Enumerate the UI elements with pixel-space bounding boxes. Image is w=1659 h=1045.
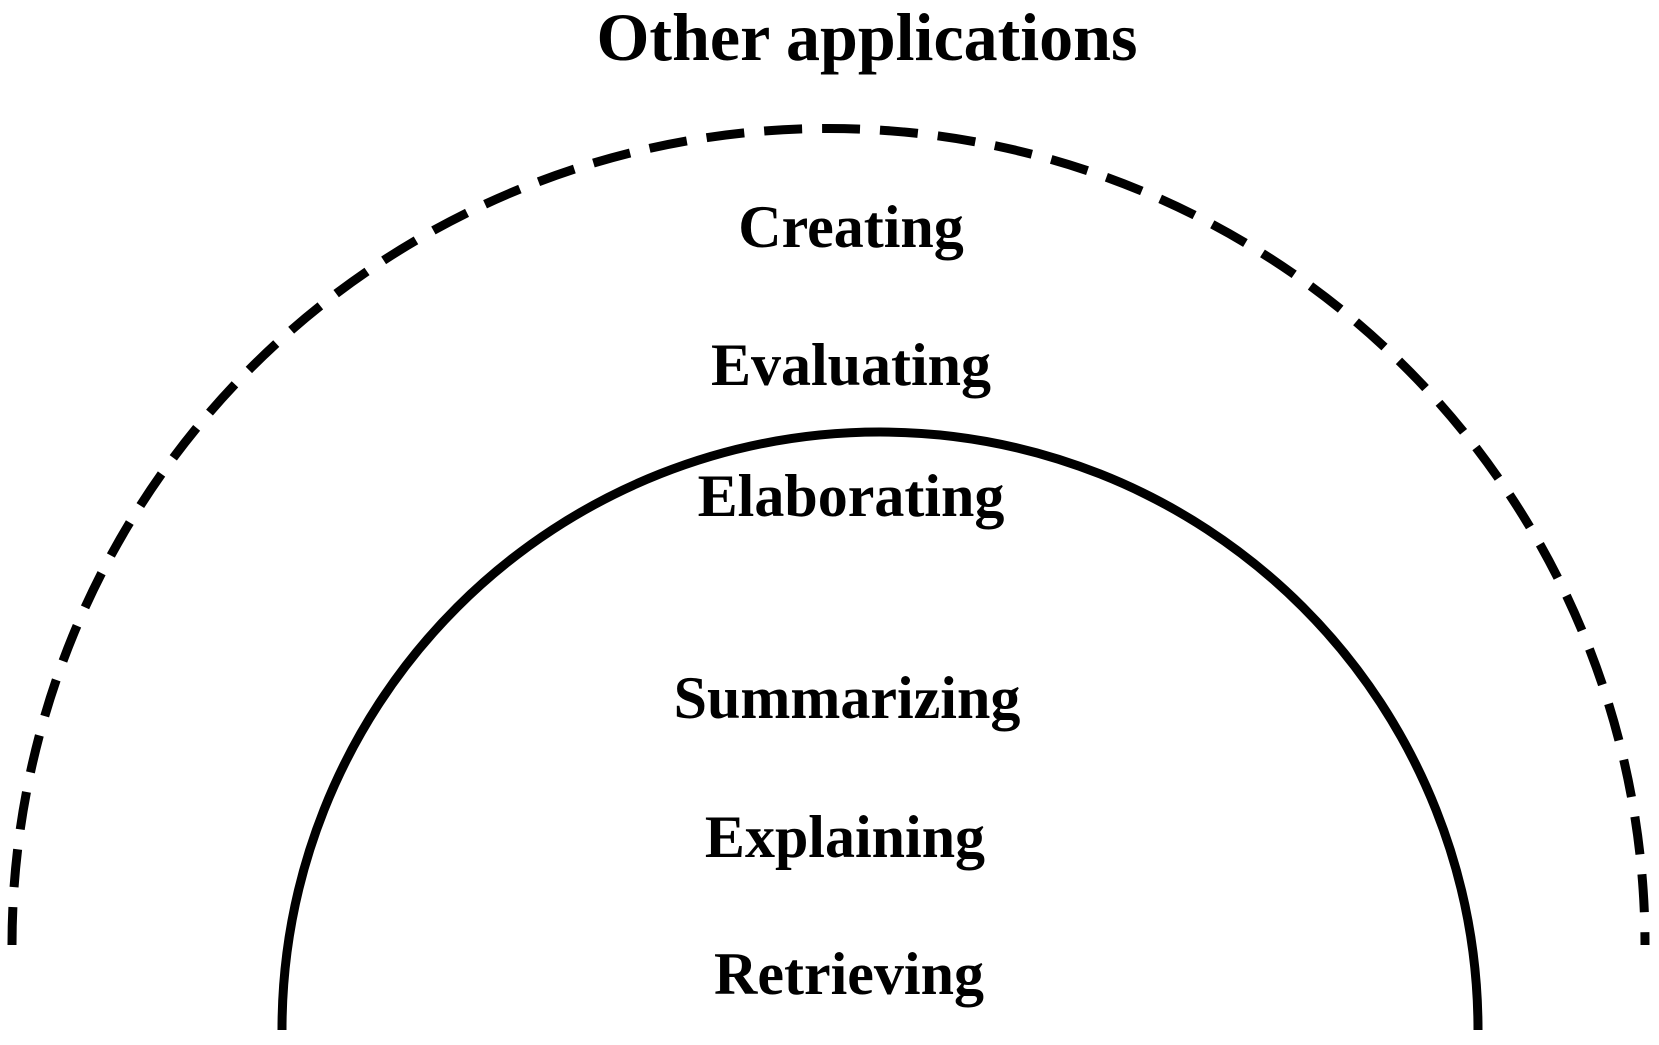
label-explaining: Explaining [705, 804, 985, 870]
label-evaluating: Evaluating [711, 332, 991, 398]
diagram-title: Other applications [597, 0, 1138, 75]
label-retrieving: Retrieving [714, 941, 984, 1007]
label-summarizing: Summarizing [674, 665, 1021, 731]
inner-solid-arc [277, 427, 1483, 1031]
label-elaborating: Elaborating [698, 463, 1005, 529]
outer-dashed-arc [7, 124, 1650, 946]
label-creating: Creating [738, 194, 964, 260]
